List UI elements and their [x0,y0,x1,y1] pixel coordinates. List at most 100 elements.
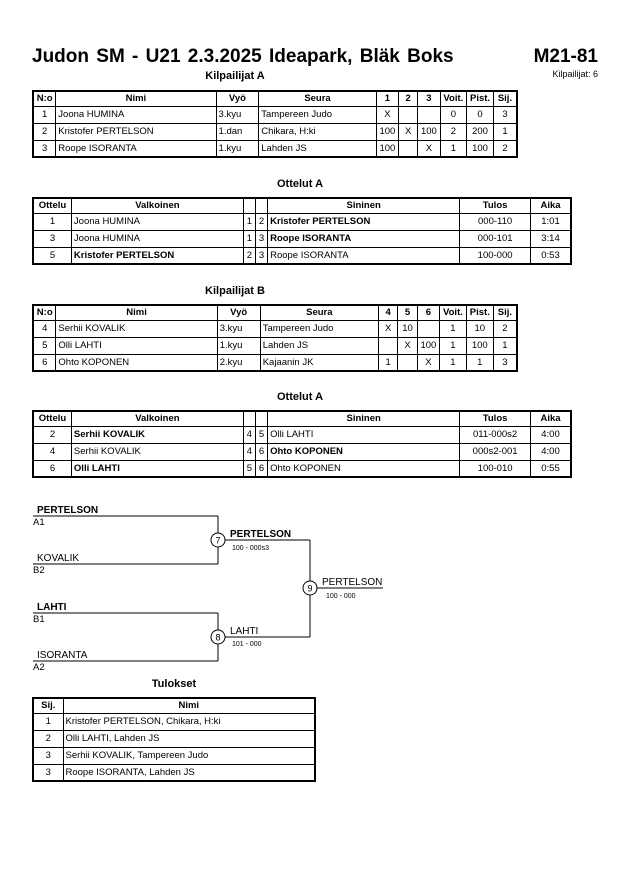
pool-b-header-cell: 4 [377,304,399,321]
sf2-top-seed: B1 [33,614,45,625]
matches-b-bn-cell: 5 [254,425,269,444]
matches-a-no-cell: 3 [32,229,72,248]
results-cell: 2 [32,729,64,748]
pool-b-cell: 1 [439,319,467,338]
matches-a-white-cell: Joona HUMINA [70,229,244,248]
pool-b-cell: Olli LAHTI [55,336,218,355]
pool-a-cell: Kristofer PERTELSON [55,122,217,141]
matches-b-no-cell: 6 [32,459,72,478]
weight-category: M21-81 [533,46,598,67]
matches-b-white-cell: Serhii KOVALIK [70,442,244,461]
pool-a-header-cell: 3 [417,90,441,107]
matches-a-white-cell: Kristofer PERTELSON [70,246,244,265]
pool-a-cell [417,105,441,124]
pool-a-cell: Roope ISORANTA [55,139,217,158]
matches-b-bn-cell: 6 [254,459,269,478]
pool-b-cell: 10 [397,319,418,338]
pool-a-cell: 0 [439,105,468,124]
pool-b-header-cell: Nimi [55,304,218,321]
pool-b-cell: 10 [465,319,494,338]
pool-b-cell: 1 [377,353,399,372]
playoff-bracket: 7 8 9 PERTELSON A1 KOVALIK B2 PERTELSON … [33,505,383,673]
results-cell: Serhii KOVALIK, Tampereen Judo [62,746,316,765]
pool-b-cell: X [377,319,399,338]
sf2-bottom-name: ISORANTA [37,650,88,661]
pool-a-title: Kilpailijat A [205,70,265,82]
match-8-marker: 8 [210,629,226,645]
match-9-marker: 9 [302,580,318,596]
matches-a-header-cell: Ottelu [32,197,72,214]
matches-a-result-cell: 000-110 [459,212,531,231]
pool-b-cell: Kajaanin JK [259,353,379,372]
matches-a-header-cell: Aika [530,197,572,214]
pool-a-cell: Joona HUMINA [55,105,217,124]
pool-a-cell: 1 [492,122,518,141]
matches-b-header-cell: Tulos [459,410,531,427]
pool-b-cell: 2 [492,319,518,338]
match-7-number: 7 [215,536,220,546]
matches-a-header-cell: Valkoinen [70,197,244,214]
pool-a-cell: X [398,122,419,141]
matches-a-blue-cell: Roope ISORANTA [267,229,461,248]
matches-b-white-cell: Olli LAHTI [70,459,244,478]
pool-a-cell: 100 [417,122,441,141]
results-title: Tulokset [151,678,197,690]
matches-a-header-cell [242,197,256,214]
pool-b-header-cell: Seura [259,304,379,321]
pool-a-header-cell: 2 [398,90,419,107]
results-cell: 3 [32,746,64,765]
matches-b-blue-cell: Ohto KOPONEN [267,442,461,461]
pool-a-cell: 100 [375,122,400,141]
pool-a-cell: 3 [492,105,518,124]
pool-a-cell: 1.kyu [215,139,260,158]
pool-a-header-cell: Pist. [466,90,494,107]
matches-a-header-cell: Tulos [459,197,531,214]
matches-a-no-cell: 1 [32,212,72,231]
m8-score: 101 - 000 [232,641,262,648]
page-title: Judon SM - U21 2.3.2025 Ideapark, Bläk B… [32,46,454,67]
pool-b-cell: 3 [492,353,518,372]
pool-b-title: Kilpailijat B [205,285,265,297]
pool-a-cell: Chikara, H:ki [258,122,377,141]
results-header-row: Sij.Nimi [32,697,316,714]
matches-a-result-cell: 000-101 [459,229,531,248]
matches-b-header-cell [254,410,269,427]
pool-b-cell: 4 [32,319,57,338]
matches-a-time-cell: 0:53 [530,246,572,265]
matches-b-blue-cell: Ohto KOPONEN [267,459,461,478]
results-cell: Olli LAHTI, Lahden JS [62,729,316,748]
pool-b-cell: 1 [439,336,467,355]
pool-a-cell: X [417,139,441,158]
pool-b-cell: 100 [416,336,441,355]
pool-b-header-cell: 5 [397,304,418,321]
matches-b-time-cell: 4:00 [530,425,572,444]
pool-b-cell: 100 [465,336,494,355]
matches-b-time-cell: 0:55 [530,459,572,478]
pool-a-cell: Tampereen Judo [258,105,377,124]
matches-b-time-cell: 4:00 [530,442,572,461]
match-8-number: 8 [215,633,220,643]
pool-a-cell: 0 [466,105,494,124]
pool-a-cell: 1.dan [215,122,260,141]
matches-b-no-cell: 2 [32,425,72,444]
match-7-marker: 7 [210,532,226,548]
matches-a-no-cell: 5 [32,246,72,265]
matches-a-title: Ottelut A [276,178,324,190]
matches-b-wn-cell: 4 [242,425,256,444]
pool-b-cell: 1 [492,336,518,355]
results-cell: Kristofer PERTELSON, Chikara, H:ki [62,712,316,731]
pool-b-cell [377,336,399,355]
